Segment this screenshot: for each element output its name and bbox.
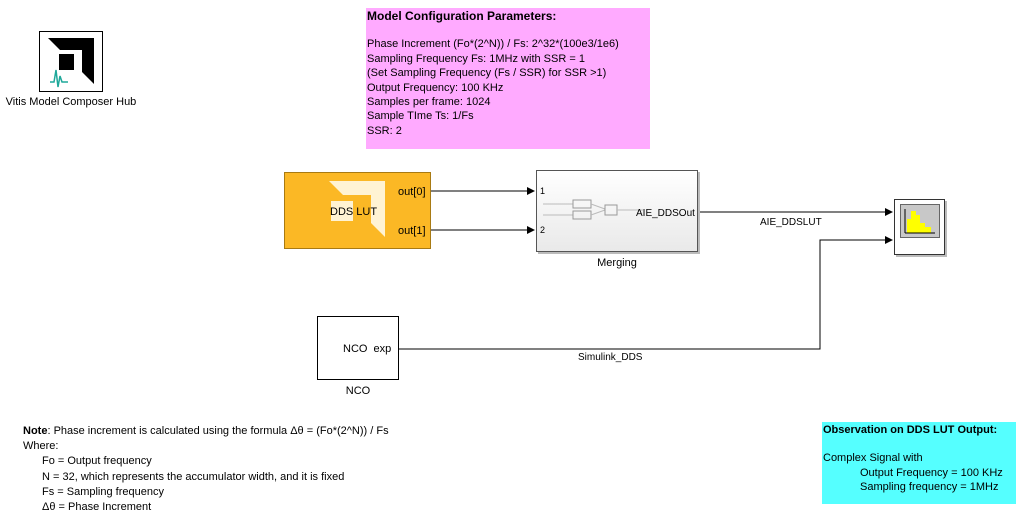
- nco-block-name: NCO: [345, 385, 371, 397]
- note-item: Δθ = Phase Increment: [42, 501, 152, 514]
- signal-label-aie-ddslut: AIE_DDSLUT: [760, 217, 822, 228]
- config-line: (Set Sampling Frequency (Fs / SSR) for S…: [367, 67, 607, 80]
- note-item: Fs = Sampling frequency: [42, 485, 164, 498]
- observation-annotation[interactable]: Observation on DDS LUT Output: Complex S…: [822, 422, 1016, 504]
- model-composer-hub-block[interactable]: [39, 31, 103, 92]
- config-line: SSR: 2: [367, 124, 402, 137]
- merging-subsystem-block[interactable]: [536, 170, 698, 252]
- subsystem-preview-icon: [543, 199, 643, 220]
- merging-port-in2: 2: [540, 225, 546, 235]
- config-title: Model Configuration Parameters:: [367, 9, 557, 23]
- note-text: : Phase increment is calculated using th…: [47, 425, 389, 437]
- dds-port-out1: out[1]: [398, 225, 426, 237]
- amd-logo-icon: [48, 38, 94, 88]
- observation-title: Observation on DDS LUT Output:: [823, 424, 998, 436]
- formula-note-annotation[interactable]: Note: Phase increment is calculated usin…: [23, 424, 389, 515]
- merging-block-name: Merging: [597, 257, 637, 269]
- nco-port-label: NCO exp: [343, 343, 392, 355]
- observation-line: Sampling frequency = 1MHz: [860, 481, 999, 494]
- note-item: N = 32, which represents the accumulator…: [42, 470, 345, 483]
- note-item: Fo = Output frequency: [42, 455, 152, 468]
- scope-bars-icon: [904, 209, 935, 234]
- config-line: Sampling Frequency Fs: 1MHz with SSR = 1: [367, 52, 585, 65]
- nco-block[interactable]: [317, 316, 399, 380]
- merging-port-out: AIE_DDSOut: [636, 208, 695, 219]
- config-line: Sample TIme Ts: 1/Fs: [367, 110, 474, 123]
- config-line: Output Frequency: 100 KHz: [367, 81, 504, 94]
- dds-lut-label: DDS LUT: [330, 206, 378, 218]
- observation-line: Complex Signal with: [823, 452, 923, 465]
- merging-port-in1: 1: [540, 186, 546, 196]
- hub-label: Vitis Model Composer Hub: [5, 96, 137, 108]
- dds-lut-block[interactable]: [284, 172, 431, 249]
- config-line: Phase Increment (Fo*(2^N)) / Fs: 2^32*(1…: [367, 38, 619, 51]
- note-where: Where:: [23, 440, 59, 453]
- amd-logo-icon: [329, 181, 385, 237]
- waveform-icon: [50, 69, 68, 88]
- scope-icon: [900, 204, 940, 238]
- model-configuration-annotation[interactable]: Model Configuration Parameters: Phase In…: [366, 8, 650, 149]
- config-line: Samples per frame: 1024: [367, 96, 491, 109]
- note-label: Note: [23, 425, 48, 437]
- observation-line: Output Frequency = 100 KHz: [860, 466, 1003, 479]
- signal-label-simulink-dds: Simulink_DDS: [578, 352, 643, 363]
- dds-port-out0: out[0]: [398, 186, 426, 198]
